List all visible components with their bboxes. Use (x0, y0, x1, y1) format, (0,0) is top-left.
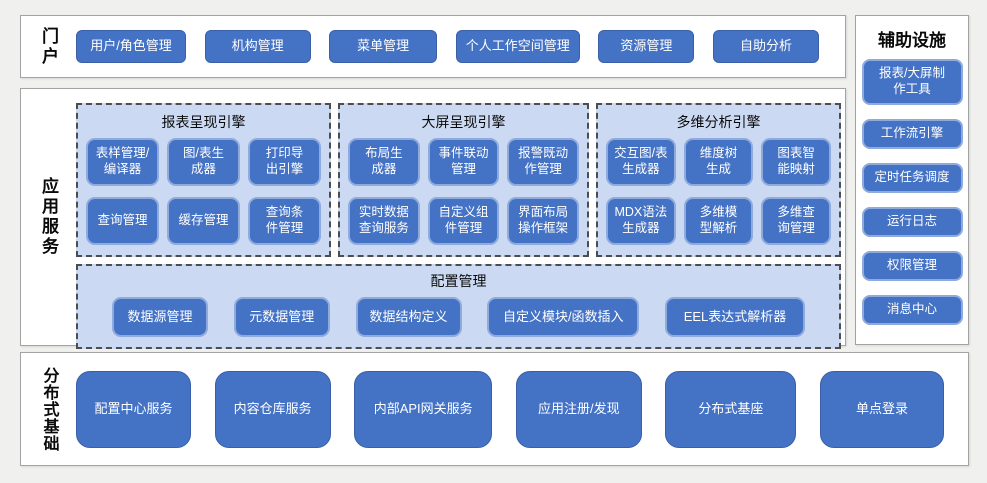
foundation-button-distributed-base[interactable]: 分布式基座 (665, 370, 797, 448)
engine-groups-row: 报表呈现引擎 表样管理/ 编译器 图/表生 成器 打印导 出引擎 查询管理 缓存… (76, 103, 841, 257)
engine-button-print-export-engine[interactable]: 打印导 出引擎 (248, 138, 321, 186)
engine-group-grid: 布局生 成器 事件联动 管理 报警既动 作管理 实时数据 查询服务 自定义组 件… (348, 138, 579, 245)
aux-button-run-logs[interactable]: 运行日志 (861, 207, 963, 237)
engine-button-chart-smart-mapping[interactable]: 图表智 能映射 (761, 138, 831, 186)
engine-button-multidim-query-mgmt[interactable]: 多维查 询管理 (761, 197, 831, 245)
config-buttons-row: 数据源管理 元数据管理 数据结构定义 自定义模块/函数插入 EEL表达式解析器 (86, 297, 831, 337)
config-button-datasource-mgmt[interactable]: 数据源管理 (112, 297, 208, 337)
config-button-data-structure-definition[interactable]: 数据结构定义 (355, 297, 462, 337)
portal-buttons: 用户/角色管理 机构管理 菜单管理 个人工作空间管理 资源管理 自助分析 (76, 16, 845, 77)
engine-button-mdx-syntax-generator[interactable]: MDX语法 生成器 (606, 197, 676, 245)
auxiliary-panel: 辅助设施 报表/大屏制 作工具 工作流引擎 定时任务调度 运行日志 权限管理 消… (855, 15, 969, 345)
foundation-panel: 分布式基础 配置中心服务 内容仓库服务 内部API网关服务 应用注册/发现 分布… (20, 352, 969, 466)
aux-button-message-center[interactable]: 消息中心 (861, 295, 963, 325)
engine-group-title: 大屏呈现引擎 (421, 114, 506, 130)
engine-button-dimension-tree-generation[interactable]: 维度树 生成 (683, 138, 754, 186)
foundation-buttons: 配置中心服务 内容仓库服务 内部API网关服务 应用注册/发现 分布式基座 单点… (76, 353, 968, 465)
engine-button-interactive-chart-generator[interactable]: 交互图/表 生成器 (606, 138, 676, 186)
aux-button-permission-mgmt[interactable]: 权限管理 (861, 251, 963, 281)
engine-button-cache-mgmt[interactable]: 缓存管理 (167, 197, 240, 245)
engine-group-grid: 交互图/表 生成器 维度树 生成 图表智 能映射 MDX语法 生成器 多维模 型… (606, 138, 831, 245)
portal-label: 门户 (39, 26, 58, 67)
foundation-label: 分布式基础 (40, 366, 58, 452)
foundation-label-column: 分布式基础 (21, 353, 76, 465)
engine-button-ui-layout-framework[interactable]: 界面布局 操作框架 (507, 197, 579, 245)
auxiliary-buttons: 报表/大屏制 作工具 工作流引擎 定时任务调度 运行日志 权限管理 消息中心 (861, 59, 963, 325)
portal-button-personal-workspace-mgmt[interactable]: 个人工作空间管理 (455, 30, 580, 63)
engine-button-custom-component-mgmt[interactable]: 自定义组 件管理 (427, 197, 500, 245)
foundation-button-single-sign-on[interactable]: 单点登录 (819, 370, 944, 448)
app-services-label-column: 应用服务 (21, 89, 76, 345)
engine-button-multidim-model-parsing[interactable]: 多维模 型解析 (683, 197, 754, 245)
config-mgmt-group: 配置管理 数据源管理 元数据管理 数据结构定义 自定义模块/函数插入 EEL表达… (76, 264, 841, 349)
engine-group-title: 报表呈现引擎 (161, 114, 246, 130)
foundation-button-app-registration-discovery[interactable]: 应用注册/发现 (515, 370, 642, 448)
engine-group-report-rendering: 报表呈现引擎 表样管理/ 编译器 图/表生 成器 打印导 出引擎 查询管理 缓存… (76, 103, 331, 257)
engine-button-realtime-data-query-service[interactable]: 实时数据 查询服务 (348, 197, 420, 245)
config-mgmt-title: 配置管理 (430, 273, 487, 289)
foundation-button-config-center-service[interactable]: 配置中心服务 (76, 370, 191, 448)
portal-button-menu-mgmt[interactable]: 菜单管理 (329, 30, 438, 63)
config-button-custom-module-function-insert[interactable]: 自定义模块/函数插入 (487, 297, 640, 337)
engine-group-title: 多维分析引擎 (676, 114, 761, 130)
app-services-panel: 应用服务 报表呈现引擎 表样管理/ 编译器 图/表生 成器 打印导 出引擎 查询… (20, 88, 847, 349)
portal-button-user-role-mgmt[interactable]: 用户/角色管理 (76, 30, 186, 63)
engine-button-chart-table-generator[interactable]: 图/表生 成器 (167, 138, 240, 186)
auxiliary-title: 辅助设施 (878, 31, 946, 50)
engine-button-query-mgmt[interactable]: 查询管理 (86, 197, 159, 245)
engine-button-alarm-action-mgmt[interactable]: 报警既动 作管理 (507, 138, 579, 186)
engine-group-dashboard-rendering: 大屏呈现引擎 布局生 成器 事件联动 管理 报警既动 作管理 实时数据 查询服务… (338, 103, 589, 257)
aux-button-scheduled-task-scheduling[interactable]: 定时任务调度 (861, 163, 963, 193)
engine-button-template-mgmt-compiler[interactable]: 表样管理/ 编译器 (86, 138, 159, 186)
foundation-button-content-repository-service[interactable]: 内容仓库服务 (214, 370, 331, 448)
foundation-button-internal-api-gateway-service[interactable]: 内部API网关服务 (354, 370, 493, 448)
aux-button-workflow-engine[interactable]: 工作流引擎 (861, 119, 963, 149)
aux-button-report-dashboard-authoring-tool[interactable]: 报表/大屏制 作工具 (861, 59, 963, 105)
engine-button-query-condition-mgmt[interactable]: 查询条 件管理 (248, 197, 321, 245)
portal-button-resource-mgmt[interactable]: 资源管理 (598, 30, 695, 63)
app-services-content: 报表呈现引擎 表样管理/ 编译器 图/表生 成器 打印导 出引擎 查询管理 缓存… (76, 89, 847, 349)
config-button-eel-expression-parser[interactable]: EEL表达式解析器 (665, 297, 805, 337)
portal-label-column: 门户 (21, 16, 76, 77)
config-button-metadata-mgmt[interactable]: 元数据管理 (233, 297, 330, 337)
engine-button-event-linkage-mgmt[interactable]: 事件联动 管理 (427, 138, 500, 186)
portal-button-org-mgmt[interactable]: 机构管理 (204, 30, 311, 63)
portal-panel: 门户 用户/角色管理 机构管理 菜单管理 个人工作空间管理 资源管理 自助分析 (20, 15, 846, 78)
engine-button-layout-generator[interactable]: 布局生 成器 (348, 138, 420, 186)
app-services-label: 应用服务 (39, 177, 58, 257)
engine-group-multidim-analysis: 多维分析引擎 交互图/表 生成器 维度树 生成 图表智 能映射 MDX语法 生成… (596, 103, 841, 257)
portal-button-self-service-analysis[interactable]: 自助分析 (712, 30, 819, 63)
engine-group-grid: 表样管理/ 编译器 图/表生 成器 打印导 出引擎 查询管理 缓存管理 查询条 … (86, 138, 321, 245)
